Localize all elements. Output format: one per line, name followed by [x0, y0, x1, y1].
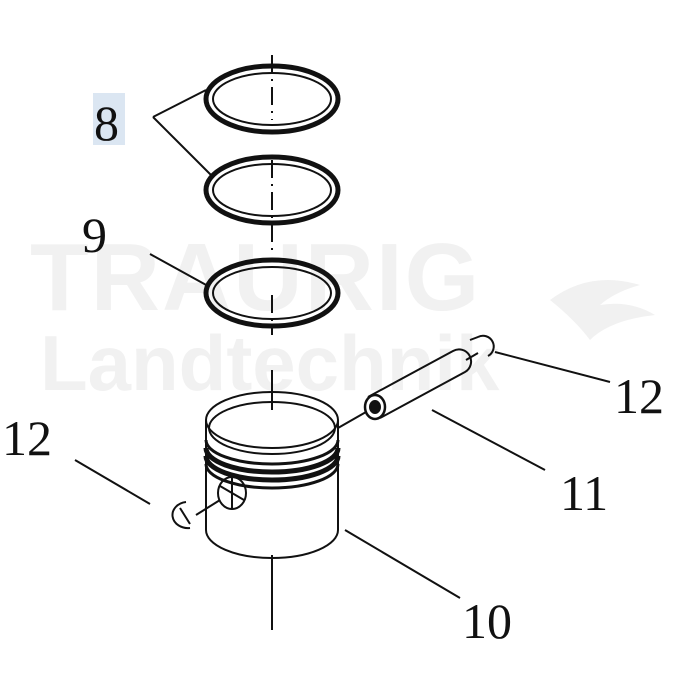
piston	[203, 391, 341, 559]
circlip-right	[469, 334, 495, 357]
leader-lines	[74, 89, 611, 599]
piston-ring-2	[203, 154, 341, 226]
bird-logo-icon	[550, 280, 655, 340]
label-8-highlight	[93, 93, 125, 145]
oil-ring	[203, 257, 341, 329]
label-piston: 10	[462, 593, 512, 649]
callout-labels: 8 9 12 12 11 10	[2, 95, 664, 649]
label-circlip-left: 12	[2, 410, 52, 466]
watermark-line1: TRAURIG	[30, 224, 481, 331]
watermark: TRAURIG Landtechnik	[30, 224, 655, 407]
label-piston-pin: 11	[560, 465, 608, 521]
label-circlip-right: 12	[614, 368, 664, 424]
piston-ring-1	[203, 63, 341, 135]
piston-pin	[337, 348, 479, 429]
label-rings-upper: 8	[94, 95, 119, 151]
circlip-left	[171, 499, 221, 530]
label-oil-ring: 9	[82, 207, 107, 263]
